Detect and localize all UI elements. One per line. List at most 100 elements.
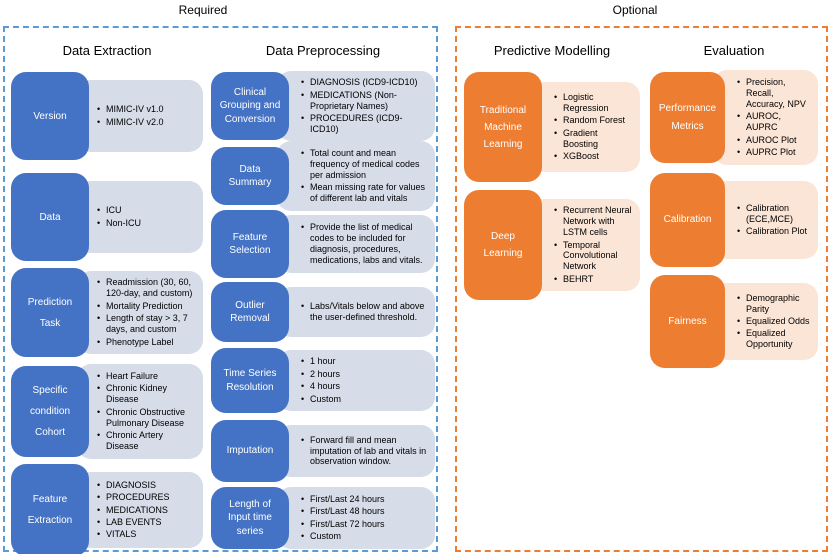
pipeline-row-deep-learning: Deep LearningRecurrent Neural Network wi… (464, 190, 640, 300)
bullet-item: DIAGNOSIS (ICD9-ICD10) (301, 77, 427, 88)
bullet-list: Labs/Vitals below and above the user-def… (301, 300, 427, 325)
bullet-item: Non-ICU (97, 218, 195, 229)
column-title-predictive-modelling: Predictive Modelling (493, 42, 611, 58)
required-section-title: Required (178, 3, 228, 17)
bullet-item: Gradient Boosting (554, 128, 632, 150)
bullet-item: Custom (301, 531, 427, 542)
feature-extraction-stage-label: Feature Extraction (11, 464, 89, 554)
traditional-machine-learning-options-box: Logistic RegressionRandom ForestGradient… (530, 82, 640, 172)
bullet-item: BEHRT (554, 274, 632, 285)
calibration-stage-label: Calibration (650, 173, 725, 267)
bullet-list: Provide the list of medical codes to be … (301, 221, 427, 268)
data-extraction-rows: VersionMIMIC-IV v1.0MIMIC-IV v2.0DataICU… (11, 72, 203, 554)
performance-metrics-stage-label: Performance Metrics (650, 72, 725, 163)
time-series-resolution-options-box: 1 hour 2 hours4 hoursCustom (277, 349, 435, 412)
bullet-item: First/Last 48 hours (301, 506, 427, 517)
data-options-box: ICUNon-ICU (77, 181, 203, 253)
bullet-item: Provide the list of medical codes to be … (301, 222, 427, 266)
bullet-item: DIAGNOSIS (97, 480, 195, 491)
column-evaluation: Evaluation Performance MetricsPrecision,… (650, 28, 818, 368)
bullet-item: XGBoost (554, 151, 632, 162)
bullet-item: Heart Failure (97, 371, 195, 382)
clinical-grouping-and-conversion-options-box: DIAGNOSIS (ICD9-ICD10) MEDICATIONS (Non-P… (277, 70, 435, 142)
bullet-item: Length of stay > 3, 7 days, and custom (97, 313, 195, 335)
bullet-item: PROCEDURES (ICD9-ICD10) (301, 113, 427, 135)
bullet-item: Readmission (30, 60, 120-day, and custom… (97, 277, 195, 299)
pipeline-row-feature-extraction: Feature Extraction DIAGNOSISPROCEDURES MED… (11, 464, 203, 554)
pipeline-row-outlier-removal: Outlier RemovalLabs/Vitals below and abo… (211, 282, 435, 342)
bullet-list: Forward fill and mean imputation of lab … (301, 433, 427, 469)
optional-section-title: Optional (612, 3, 658, 17)
bullet-item: Total count and mean frequency of medica… (301, 148, 427, 181)
calibration-options-box: Calibration (ECE,MCE)Calibration Plot (713, 181, 818, 259)
pipeline-row-data-summary: Data SummaryTotal count and mean frequen… (211, 141, 435, 211)
pipeline-row-calibration: Calibration Calibration (ECE,MCE)Calibrat… (650, 173, 818, 267)
bullet-item: MIMIC-IV v1.0 (97, 104, 195, 115)
time-series-resolution-stage-label: Time Series Resolution (211, 348, 289, 413)
bullet-item: Logistic Regression (554, 92, 632, 114)
version-options-box: MIMIC-IV v1.0MIMIC-IV v2.0 (77, 80, 203, 152)
clinical-grouping-and-conversion-stage-label: Clinical Grouping and Conversion (211, 72, 289, 140)
bullet-item: Precision, Recall, Accuracy, NPV (737, 77, 810, 110)
outlier-removal-options-box: Labs/Vitals below and above the user-def… (277, 287, 435, 337)
pipeline-row-length-of-input-time-series: Length of Input time seriesFirst/Last 24… (211, 487, 435, 549)
bullet-item: MEDICATIONS (97, 505, 195, 516)
feature-extraction-options-box: DIAGNOSISPROCEDURES MEDICATIONSLAB EVENTS… (77, 472, 203, 548)
feature-selection-stage-label: Feature Selection (211, 210, 289, 278)
bullet-list: Readmission (30, 60, 120-day, and custom… (97, 276, 195, 349)
performance-metrics-options-box: Precision, Recall, Accuracy, NPVAUROC, A… (713, 70, 818, 165)
pipeline-row-traditional-machine-learning: Traditional Machine LearningLogistic Reg… (464, 72, 640, 182)
bullet-item: 1 hour (301, 356, 427, 367)
bullet-list: Total count and mean frequency of medica… (301, 146, 427, 205)
column-title-data-extraction: Data Extraction (62, 42, 152, 58)
bullet-item: Custom (301, 394, 427, 405)
bullet-item: Labs/Vitals below and above the user-def… (301, 301, 427, 323)
version-stage-label: Version (11, 72, 89, 160)
specific-condition-cohort-options-box: Heart FailureChronic Kidney DiseaseChron… (77, 364, 203, 459)
bullet-item: LAB EVENTS (97, 517, 195, 528)
bullet-list: 1 hour 2 hours4 hoursCustom (301, 355, 427, 406)
bullet-item: Temporal Convolutional Network (554, 240, 632, 273)
bullet-item: MIMIC-IV v2.0 (97, 117, 195, 128)
data-summary-options-box: Total count and mean frequency of medica… (277, 141, 435, 211)
bullet-list: ICUNon-ICU (97, 204, 195, 230)
bullet-item: 2 hours (301, 369, 427, 380)
bullet-list: Recurrent Neural Network with LSTM cells… (554, 204, 632, 287)
required-panel: Data Extraction VersionMIMIC-IV v1.0MIMI… (3, 26, 438, 554)
pipeline-row-prediction-task: Prediction TaskReadmission (30, 60, 120-… (11, 268, 203, 357)
optional-panel: Predictive Modelling Traditional Machine… (455, 26, 828, 552)
bullet-item: First/Last 24 hours (301, 494, 427, 505)
bullet-item: Mortality Prediction (97, 301, 195, 312)
fairness-stage-label: Fairness (650, 275, 725, 368)
bullet-list: Logistic RegressionRandom ForestGradient… (554, 90, 632, 163)
fairness-options-box: Demographic ParityEqualized OddsEqualize… (713, 283, 818, 360)
bullet-list: First/Last 24 hoursFirst/Last 48 hoursFi… (301, 492, 427, 543)
bullet-item: Calibration Plot (737, 226, 810, 237)
prediction-task-options-box: Readmission (30, 60, 120-day, and custom… (77, 270, 203, 355)
bullet-item: Mean missing rate for values of differen… (301, 182, 427, 204)
bullet-item: MEDICATIONS (Non-Proprietary Names) (301, 90, 427, 112)
bullet-item: Forward fill and mean imputation of lab … (301, 435, 427, 468)
bullet-item: Phenotype Label (97, 337, 195, 348)
bullet-item: Recurrent Neural Network with LSTM cells (554, 205, 632, 238)
bullet-item: AUPRC Plot (737, 147, 810, 158)
bullet-list: Calibration (ECE,MCE)Calibration Plot (737, 201, 810, 238)
pipeline-row-performance-metrics: Performance MetricsPrecision, Recall, Ac… (650, 70, 818, 165)
deep-learning-options-box: Recurrent Neural Network with LSTM cells… (530, 198, 640, 292)
pipeline-row-feature-selection: Feature Selection Provide the list of med… (211, 210, 435, 278)
imputation-options-box: Forward fill and mean imputation of lab … (277, 425, 435, 477)
bullet-item: Calibration (ECE,MCE) (737, 203, 810, 225)
bullet-item: 4 hours (301, 381, 427, 392)
bullet-item: PROCEDURES (97, 492, 195, 503)
predictive-modelling-rows: Traditional Machine LearningLogistic Reg… (464, 72, 640, 300)
bullet-item: Chronic Obstructive Pulmonary Disease (97, 407, 195, 429)
bullet-list: Precision, Recall, Accuracy, NPVAUROC, A… (737, 75, 810, 159)
column-data-extraction: Data Extraction VersionMIMIC-IV v1.0MIMI… (11, 28, 203, 554)
bullet-item: AUROC, AUPRC (737, 111, 810, 133)
bullet-item: Random Forest (554, 115, 632, 126)
pipeline-row-imputation: ImputationForward fill and mean imputati… (211, 420, 435, 482)
column-title-evaluation: Evaluation (703, 42, 765, 58)
bullet-list: Demographic ParityEqualized OddsEqualize… (737, 291, 810, 352)
evaluation-rows: Performance MetricsPrecision, Recall, Ac… (650, 70, 818, 368)
